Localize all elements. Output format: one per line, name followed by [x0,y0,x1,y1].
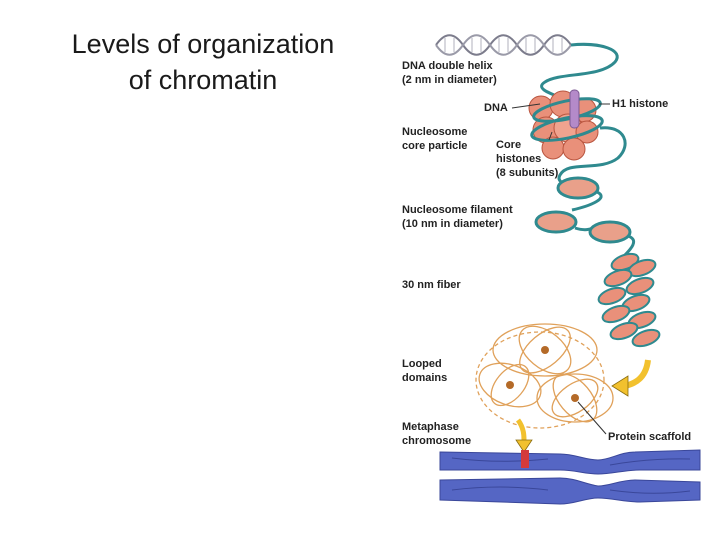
curved-arrow-icon [611,359,651,397]
label-core-3: (8 subunits) [496,167,559,179]
label-metaphase-2: chromosome [402,435,471,447]
dna-double-helix [435,34,572,56]
protein-scaffold-core [506,346,579,402]
label-looped-2: domains [402,372,447,384]
metaphase-chromosome [439,449,701,505]
down-arrow-icon [515,418,533,453]
label-dna: DNA [484,102,508,114]
leader-lines [511,103,610,435]
label-core-2: histones [496,153,541,165]
label-filament-1: Nucleosome filament [402,204,513,216]
30nm-fiber [597,252,661,348]
label-dna-helix-1: DNA double helix [402,60,494,72]
centromere-mark [521,450,529,468]
dna-strand [540,42,619,102]
nucleosome-core-particle [528,89,604,161]
label-dna-helix-2: (2 nm in diameter) [402,74,497,86]
label-nucleosome-1: Nucleosome [402,126,467,138]
label-core-1: Core [496,139,521,151]
label-metaphase-1: Metaphase [402,421,459,433]
title-line-1: Levels of organization [71,29,335,59]
looped-domains [475,323,614,429]
h1-histone-shape [569,89,580,129]
label-30nm-fiber: 30 nm fiber [402,279,461,291]
label-protein-scaffold: Protein scaffold [608,431,691,443]
nucleosome-filament [534,176,636,258]
slide-title: Levels of organization of chromatin [38,26,368,98]
label-filament-2: (10 nm in diameter) [402,218,503,230]
label-nucleosome-2: core particle [402,140,467,152]
label-h1-histone: H1 histone [612,98,668,110]
label-looped-1: Looped [402,358,442,370]
title-line-2: of chromatin [128,65,278,95]
